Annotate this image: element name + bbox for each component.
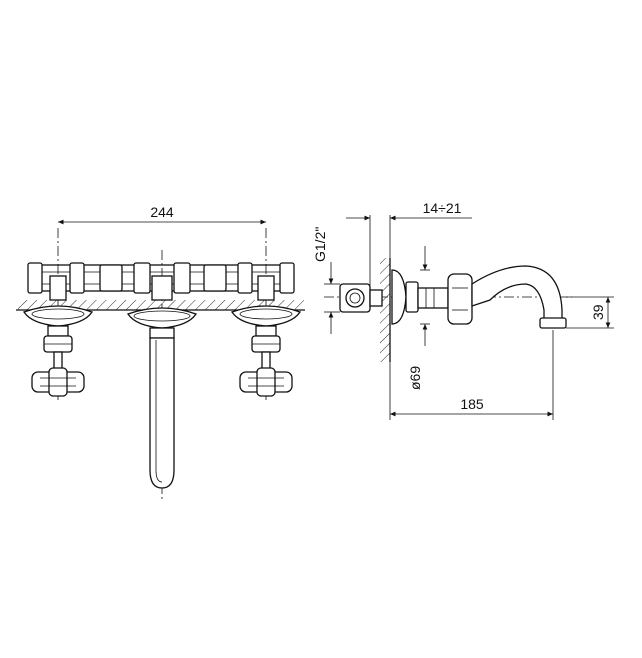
wall-flange (391, 269, 449, 325)
hidden-manifold (27, 262, 295, 301)
wall-surface-side (380, 258, 391, 362)
left-cross-handle (31, 367, 85, 397)
dimension-height-label: 39 (590, 304, 606, 320)
dimension-wall-range: 14÷21 (346, 200, 472, 290)
right-valve (230, 305, 302, 397)
dimension-flange-diameter: ø69 (407, 246, 430, 390)
side-view: G1/2" 14÷21 (312, 200, 614, 420)
dimension-flange-diameter-label: ø69 (407, 366, 423, 390)
front-view: 244 (16, 204, 305, 500)
dimension-projection: 185 (389, 330, 554, 420)
left-valve (22, 305, 94, 397)
dimension-wall-range-label: 14÷21 (423, 200, 462, 216)
side-spout (471, 265, 567, 329)
right-cross-handle (239, 367, 293, 397)
dimension-thread-label: G1/2" (312, 227, 328, 262)
inlet-connector: G1/2" (312, 227, 383, 334)
dimension-width: 244 (58, 204, 266, 225)
dimension-projection-label: 185 (460, 396, 484, 412)
side-valve-handle (447, 273, 473, 325)
center-spout (126, 307, 198, 489)
dimension-height: 39 (566, 296, 614, 329)
dimension-width-label: 244 (150, 204, 174, 220)
